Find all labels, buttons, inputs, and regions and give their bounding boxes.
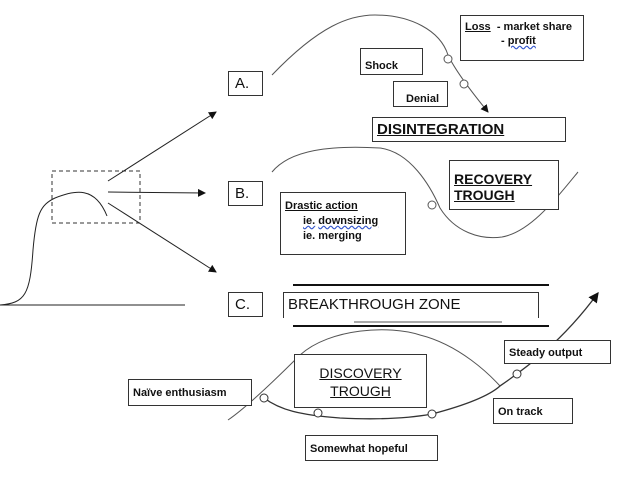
drastic-downsizing: downsizing bbox=[318, 215, 379, 227]
drastic-heading: Drastic action bbox=[285, 200, 358, 212]
drastic-merging: ie. merging bbox=[303, 230, 362, 242]
loss-box: Loss - market share - profit bbox=[460, 15, 584, 61]
naive-enthusiasm-box: Naïve enthusiasm bbox=[128, 379, 252, 406]
panel-a-label: A. bbox=[228, 71, 263, 96]
node-shock bbox=[443, 54, 453, 64]
discovery-trough-box: DISCOVERY TROUGH bbox=[294, 354, 427, 408]
denial-box: Denial bbox=[393, 81, 448, 107]
node-naive bbox=[259, 393, 269, 403]
breakthrough-zone-box: BREAKTHROUGH ZONE bbox=[283, 292, 539, 318]
steady-output-box: Steady output bbox=[504, 340, 611, 364]
panel-c-label: C. bbox=[228, 292, 263, 317]
curve-a bbox=[271, 14, 489, 113]
arrow-to-a bbox=[107, 111, 217, 182]
on-track-box: On track bbox=[493, 398, 573, 424]
arrow-to-c bbox=[107, 202, 217, 273]
lifecycle-curve bbox=[0, 191, 108, 306]
disintegration-box: DISINTEGRATION bbox=[372, 117, 566, 142]
discovery-hump bbox=[227, 329, 501, 421]
curve-b bbox=[271, 146, 579, 239]
arrow-to-b bbox=[107, 188, 206, 197]
somewhat-hopeful-box: Somewhat hopeful bbox=[305, 435, 438, 461]
recovery-line-1: RECOVERY bbox=[454, 171, 533, 187]
node-somewhat bbox=[313, 408, 323, 418]
node-drastic bbox=[427, 200, 437, 210]
loss-dash: - bbox=[501, 35, 508, 47]
zoom-region bbox=[51, 170, 141, 224]
ie-1: ie. bbox=[303, 215, 316, 227]
recovery-line-2: TROUGH bbox=[454, 187, 515, 203]
loss-heading: Loss bbox=[465, 21, 491, 33]
node-steady bbox=[512, 369, 522, 379]
loss-profit: profit bbox=[507, 35, 536, 47]
discovery-line-2: TROUGH bbox=[330, 383, 391, 399]
drastic-action-box: Drastic action ie. downsizing ie. mergin… bbox=[280, 192, 406, 255]
shock-box: Shock bbox=[360, 48, 423, 75]
loss-market-share: - market share bbox=[496, 21, 573, 33]
recovery-trough-box: RECOVERY TROUGH bbox=[449, 160, 559, 210]
discovery-line-1: DISCOVERY bbox=[319, 365, 402, 381]
node-ontrack bbox=[427, 409, 437, 419]
node-denial bbox=[459, 79, 469, 89]
panel-b-label: B. bbox=[228, 181, 263, 206]
